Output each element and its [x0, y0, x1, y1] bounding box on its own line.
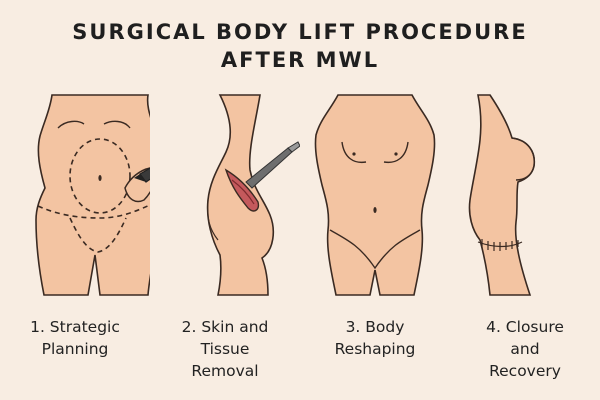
incision-flap: [224, 168, 260, 212]
step-3-caption: 3. Body Reshaping: [300, 316, 450, 360]
reshaped-body-figure: [314, 94, 436, 296]
step-2-caption: 2. Skin and Tissue Removal: [150, 316, 300, 382]
back-curve: [206, 199, 219, 241]
step-1-caption: 1. Strategic Planning: [0, 316, 150, 360]
step-4-line-3: Recovery: [489, 362, 561, 380]
step-3-line-1: 3. Body: [345, 318, 405, 336]
planning-oval: [69, 138, 131, 214]
waist-contour: [329, 229, 421, 270]
step-2-line-1: 2. Skin and: [181, 318, 269, 336]
step-4-caption: 4. Closure and Recovery: [450, 316, 600, 382]
step-2-illustration: [150, 90, 300, 300]
diagram-title: SURGICAL BODY LIFT PROCEDURE AFTER MWL: [0, 18, 600, 74]
front-torso-figure: [35, 94, 150, 296]
closure-side-figure: [468, 94, 536, 296]
step-1-illustration: [0, 90, 150, 300]
marker-pen-icon: [124, 167, 150, 203]
illustration-row: [0, 90, 600, 300]
groin-line: [69, 217, 127, 253]
step-1-line-1: 1. Strategic: [30, 318, 120, 336]
navel: [98, 175, 102, 181]
incision-inner: [231, 179, 255, 205]
suture-scar-icon: [477, 239, 523, 251]
step-3-illustration: [300, 90, 450, 300]
step-2-line-3: Removal: [191, 362, 259, 380]
left-breast: [341, 141, 367, 164]
step-2-line-2: Tissue: [200, 340, 250, 358]
step-4-line-1: 4. Closure: [486, 318, 564, 336]
title-line-1: SURGICAL BODY LIFT PROCEDURE: [72, 20, 528, 44]
navel: [373, 207, 377, 213]
chest-curve: [57, 120, 131, 129]
title-line-2: AFTER MWL: [220, 48, 380, 72]
scalpel-icon: [245, 141, 300, 189]
breast-curve: [511, 137, 535, 181]
lower-incision-line: [37, 203, 150, 219]
step-4-line-2: and: [510, 340, 540, 358]
right-breast: [383, 141, 409, 164]
step-1-line-2: Planning: [41, 340, 109, 358]
step-3-line-2: Reshaping: [334, 340, 416, 358]
step-4-illustration: [450, 90, 600, 300]
